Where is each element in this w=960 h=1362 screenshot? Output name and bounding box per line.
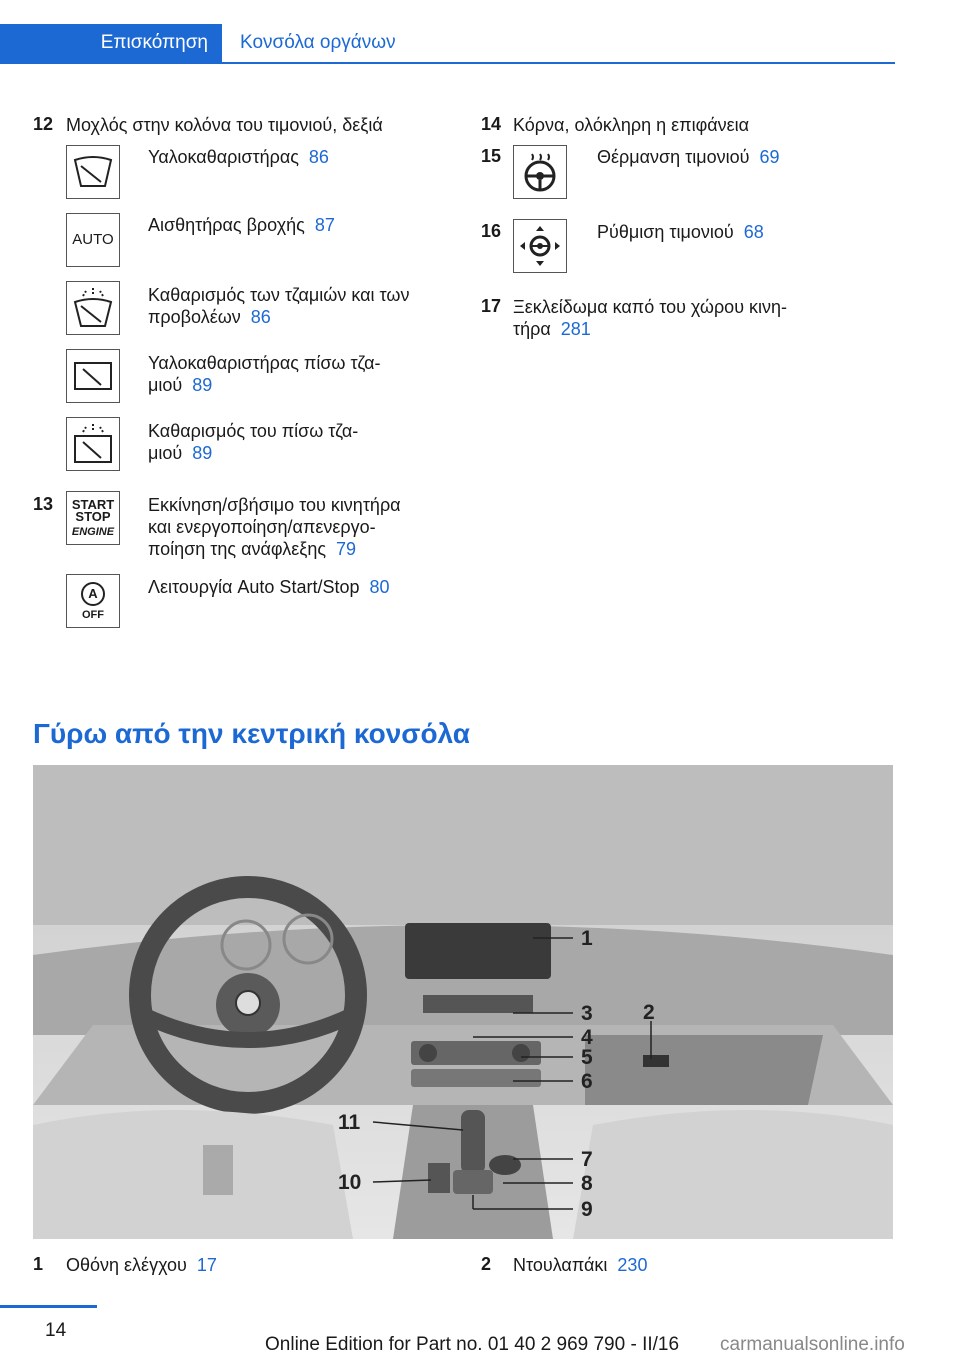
edition-text: Online Edition for Part no. 01 40 2 969 …: [265, 1334, 680, 1355]
item-number-13: 13: [33, 494, 54, 514]
callout-9: 9: [581, 1198, 593, 1221]
legend-entry-2: Ντουλαπάκι 230: [513, 1254, 647, 1276]
rain-sensor-entry: Αισθητήρας βροχής 87: [148, 214, 335, 236]
rear-wiper-label-line1: Υαλοκαθαριστήρας πίσω τζα-: [148, 353, 381, 373]
hood-release-line2: τήρα: [513, 319, 551, 339]
item-number-14: 14: [481, 114, 502, 134]
wiper-label: Υαλοκαθαριστήρας: [148, 147, 299, 167]
wiper-page-link[interactable]: 86: [308, 147, 329, 167]
rain-sensor-label: Αισθητήρας βροχής: [148, 215, 305, 235]
rear-washer-label-line2: μιού: [148, 443, 183, 463]
legend-page-link-2[interactable]: 230: [617, 1255, 648, 1275]
start-text: START: [71, 496, 115, 512]
legend-label-1: Οθόνη ελέγχου: [66, 1255, 187, 1275]
stop-text: STOP: [75, 508, 111, 524]
page-number: 14: [45, 1320, 67, 1341]
legend-number-2: 2: [481, 1254, 492, 1274]
auto-rain-sensor-icon: AUTO: [66, 213, 120, 267]
a-circle-text: A: [81, 581, 105, 606]
auto-icon-text: AUTO: [72, 231, 114, 248]
callout-8: 8: [581, 1172, 593, 1195]
section-heading: Γύρω από την κεντρική κονσόλα: [33, 718, 470, 749]
washer-label-line1: Καθαρισμός των τζαμιών και των: [148, 285, 410, 305]
callout-2: 2: [643, 1001, 655, 1024]
washer-label-line2: προβολέων: [148, 307, 241, 327]
washer-entry: Καθαρισμός των τζαμιών και των προβολέων…: [148, 284, 409, 328]
legend-number-1: 1: [33, 1254, 44, 1274]
rear-washer-label-line1: Καθαρισμός του πίσω τζα-: [148, 421, 359, 441]
callout-4: 4: [581, 1026, 593, 1049]
wheel-heating-page-link[interactable]: 69: [759, 147, 780, 167]
wheel-heating-label: Θέρμανση τιμονιού: [597, 147, 750, 167]
washer-page-link[interactable]: 86: [250, 307, 271, 327]
tab-overview[interactable]: Επισκόπηση: [0, 24, 222, 62]
callout-6: 6: [581, 1070, 593, 1093]
washer-icon: [66, 281, 120, 335]
wheel-adjust-page-link[interactable]: 68: [743, 222, 764, 242]
auto-start-stop-label: Λειτουργία Auto Start/Stop: [148, 577, 360, 597]
item-12-title: Μοχλός στην κολόνα του τιμονιού, δεξιά: [66, 115, 383, 135]
hood-release-line1: Ξεκλείδωμα καπό του χώρου κινη-: [513, 297, 788, 317]
callout-5: 5: [581, 1046, 593, 1069]
auto-start-stop-off-icon: A OFF: [66, 574, 120, 628]
watermark-text: carmanualsonline.info: [720, 1334, 905, 1355]
start-stop-entry: Εκκίνηση/σβήσιμο του κινητήρα και ενεργο…: [148, 494, 401, 560]
wiper-entry: Υαλοκαθαριστήρας 86: [148, 146, 329, 168]
legend-entry-1: Οθόνη ελέγχου 17: [66, 1254, 217, 1276]
legend-page-link-1[interactable]: 17: [196, 1255, 217, 1275]
item-number-15: 15: [481, 146, 502, 166]
item-number-17: 17: [481, 296, 502, 316]
auto-start-stop-page-link[interactable]: 80: [369, 577, 390, 597]
tab-instrument-panel[interactable]: Κονσόλα οργάνων: [240, 32, 396, 53]
start-stop-page-link[interactable]: 79: [336, 539, 357, 559]
rear-wiper-icon: [66, 349, 120, 403]
item-number-12: 12: [33, 114, 54, 134]
rear-washer-icon: [66, 417, 120, 471]
rear-washer-entry: Καθαρισμός του πίσω τζα- μιού 89: [148, 420, 358, 464]
start-stop-engine-icon: START STOP ENGINE: [66, 491, 120, 545]
auto-start-stop-entry: Λειτουργία Auto Start/Stop 80: [148, 576, 390, 598]
callout-7: 7: [581, 1148, 593, 1171]
footer-accent-line: [0, 1305, 97, 1308]
wheel-adjust-entry: Ρύθμιση τιμονιού 68: [597, 221, 764, 243]
windshield-wiper-icon: [66, 145, 120, 199]
hood-release-page-link[interactable]: 281: [560, 319, 591, 339]
callout-11: 11: [338, 1111, 361, 1134]
rear-washer-page-link[interactable]: 89: [192, 443, 213, 463]
start-stop-line2: και ενεργοποίηση/απενεργο-: [148, 517, 376, 537]
engine-text: ENGINE: [71, 525, 115, 538]
item-14-title: Κόρνα, ολόκληρη η επιφάνεια: [513, 115, 750, 135]
rain-sensor-page-link[interactable]: 87: [314, 215, 335, 235]
steering-wheel-adjust-icon: [513, 219, 567, 273]
rear-wiper-label-line2: μιού: [148, 375, 183, 395]
wheel-heating-entry: Θέρμανση τιμονιού 69: [597, 146, 780, 168]
rear-wiper-entry: Υαλοκαθαριστήρας πίσω τζα- μιού 89: [148, 352, 380, 396]
legend-label-2: Ντουλαπάκι: [513, 1255, 608, 1275]
callout-1: 1: [581, 927, 593, 950]
start-stop-line1: Εκκίνηση/σβήσιμο του κινητήρα: [148, 495, 401, 515]
rear-wiper-page-link[interactable]: 89: [192, 375, 213, 395]
center-console-photo: 1 2 3 4 5 6 7 8 9 10 11: [33, 765, 893, 1239]
hood-release-entry: Ξεκλείδωμα καπό του χώρου κινη- τήρα 281: [513, 296, 787, 340]
callout-10: 10: [338, 1171, 361, 1194]
start-stop-line3: ποίηση της ανάφλεξης: [148, 539, 327, 559]
steering-wheel-heating-icon: [513, 145, 567, 199]
header-tabbar: Επισκόπηση Κονσόλα οργάνων: [0, 24, 895, 64]
off-text: OFF: [82, 608, 104, 621]
callout-3: 3: [581, 1002, 593, 1025]
item-number-16: 16: [481, 221, 502, 241]
wheel-adjust-label: Ρύθμιση τιμονιού: [597, 222, 734, 242]
